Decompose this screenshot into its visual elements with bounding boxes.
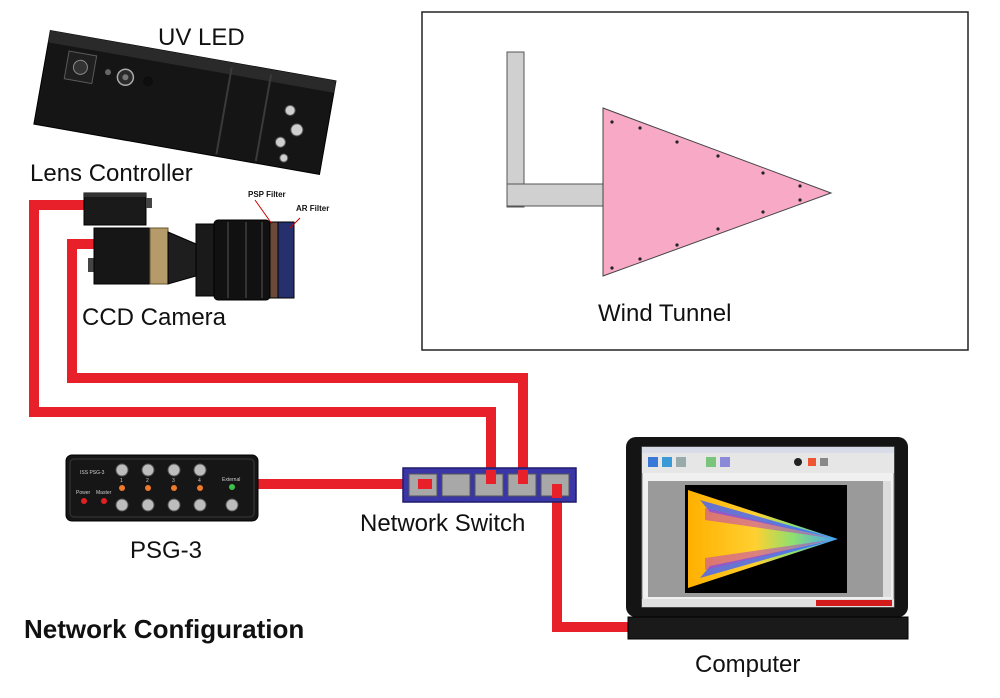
uv-led-device [33,29,337,176]
computer-cable [552,496,628,632]
psg3-power-label: Power [76,490,91,496]
diagram-title: Network Configuration [24,614,305,644]
switch-port [441,473,471,497]
psg3-label: PSG-3 [130,537,203,564]
psg3-master-label: Master [96,490,112,496]
ar-filter-label: AR Filter [296,204,330,213]
psg3-channel-2: 2 [146,478,149,484]
psg3-channel-4: 4 [198,478,201,484]
computer-label: Computer [695,651,801,678]
psp-filter-label: PSP Filter [248,190,286,199]
lens-controller-label: Lens Controller [30,160,193,187]
psg3-external-label: External [222,477,240,483]
psp-filter [269,221,279,299]
ccd-camera-cable [67,239,528,480]
psg3-brand: ISS PSG-3 [80,470,105,476]
lens-controller-box [83,192,152,226]
wind-tunnel-label: Wind Tunnel [598,300,732,327]
network-switch-label: Network Switch [360,510,526,537]
laptop-computer [626,437,909,640]
lens-controller-cable [29,200,496,480]
uv-led-label: UV LED [158,24,245,51]
psg3-channel-1: 1 [120,478,123,484]
ccd-camera-label: CCD Camera [82,304,227,331]
switch-cable-plugs [418,470,562,498]
ccd-camera [88,199,301,301]
psg3-channel-3: 3 [172,478,175,484]
ar-filter [277,221,295,299]
delta-wing-model [602,107,833,277]
sting-mount [506,51,605,208]
psg3-device: ISS PSG-3 Power Master External 1 2 3 4 [65,454,259,522]
cables [29,200,628,632]
